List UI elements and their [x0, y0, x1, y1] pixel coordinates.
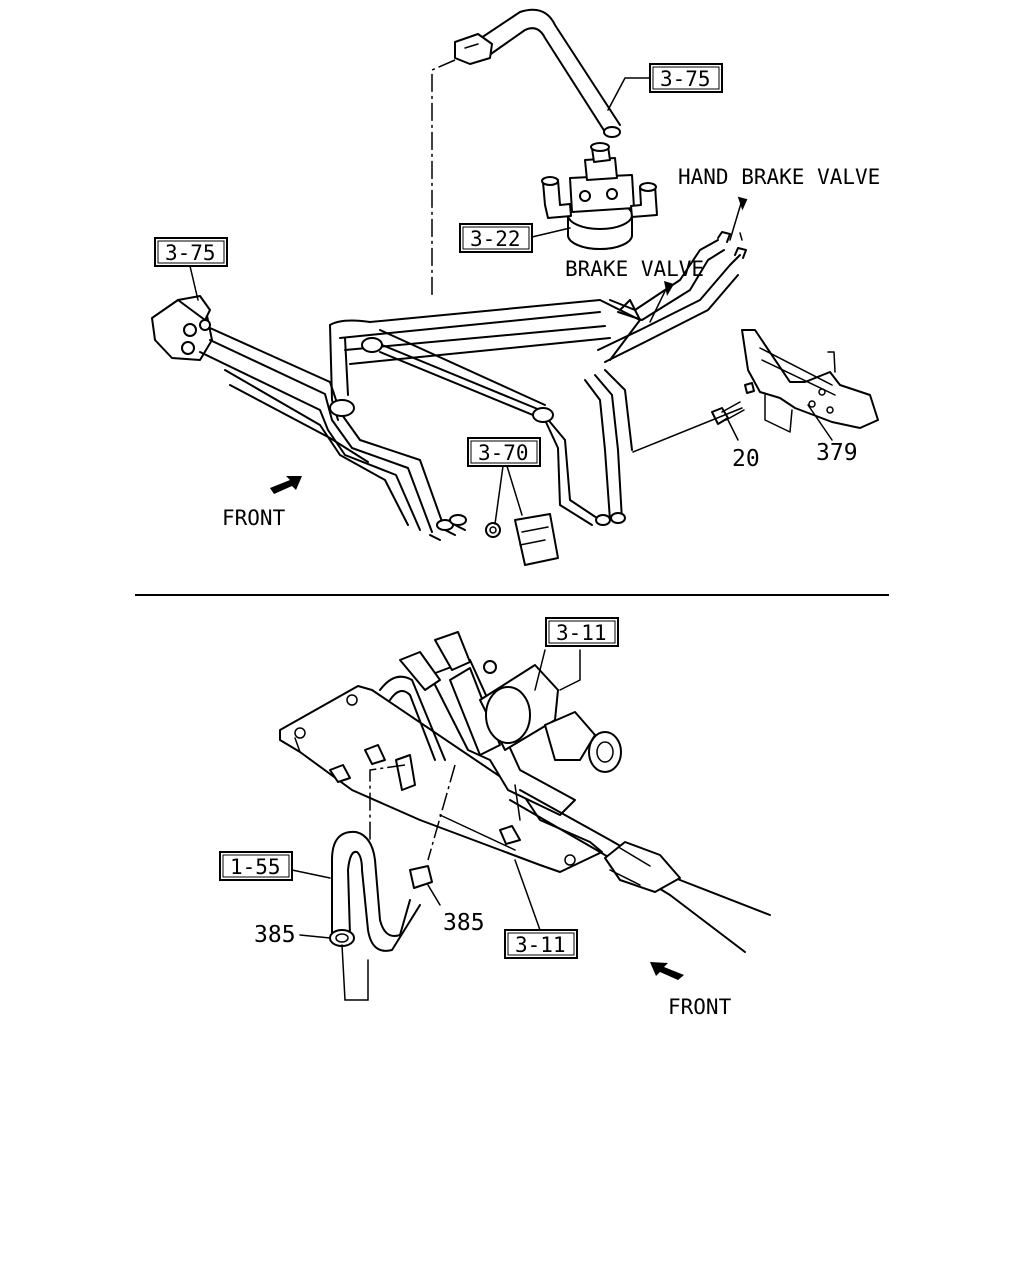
ref-3-70-label: 3-70 — [478, 441, 529, 465]
cable-right — [509, 789, 771, 953]
part-number-385-right: 385 — [443, 910, 485, 936]
part-number-379: 379 — [816, 440, 858, 466]
leader-dashed-top — [431, 59, 456, 298]
left-connector — [151, 295, 213, 361]
leaders-top — [189, 77, 833, 525]
pipe-bundle — [199, 239, 741, 541]
ref-3-11-label: 3-11 — [515, 933, 566, 957]
ref-3-75-label: 3-75 — [660, 67, 711, 91]
bottom-view — [279, 631, 771, 1001]
hand-brake-valve-text: HAND BRAKE VALVE — [678, 165, 880, 189]
ref-box-1-55: 1-55 — [219, 851, 293, 881]
ref-1-55-label: 1-55 — [230, 855, 281, 879]
ref-3-22-label: 3-22 — [470, 227, 521, 251]
ref-box-3-70: 3-70 — [467, 437, 541, 467]
part-number-385-left: 385 — [254, 922, 296, 948]
hand-brake-pipes — [717, 231, 747, 259]
base-bolts — [329, 744, 521, 845]
brake-valve-assembly — [541, 142, 658, 250]
bolt-20 — [711, 382, 755, 425]
ref-box-3-75-left: 3-75 — [154, 237, 228, 267]
clip-3-70 — [485, 513, 559, 566]
hoses-top — [379, 631, 471, 761]
front-arrow-bottom — [650, 962, 684, 980]
bracket-379 — [741, 329, 879, 433]
leaders-bottom — [291, 649, 581, 1001]
top-view — [151, 8, 879, 566]
front-text-bottom: FRONT — [668, 995, 732, 1019]
ref-box-3-11-top: 3-11 — [545, 617, 619, 647]
ref-3-11-label: 3-11 — [556, 621, 607, 645]
ref-3-75-label: 3-75 — [165, 241, 216, 265]
ref-box-3-11-bottom: 3-11 — [504, 929, 578, 959]
brake-valve-text: BRAKE VALVE — [565, 257, 704, 281]
part-number-20: 20 — [732, 446, 760, 472]
front-text-top: FRONT — [222, 506, 286, 530]
hose-1-55 — [331, 830, 421, 952]
ref-box-3-22: 3-22 — [459, 223, 533, 253]
cylinder-3-11 — [479, 660, 622, 773]
ref-box-3-75-top: 3-75 — [649, 63, 723, 93]
clamps-385 — [329, 865, 433, 947]
upper-hose — [454, 8, 621, 138]
front-arrow-top — [270, 476, 302, 494]
